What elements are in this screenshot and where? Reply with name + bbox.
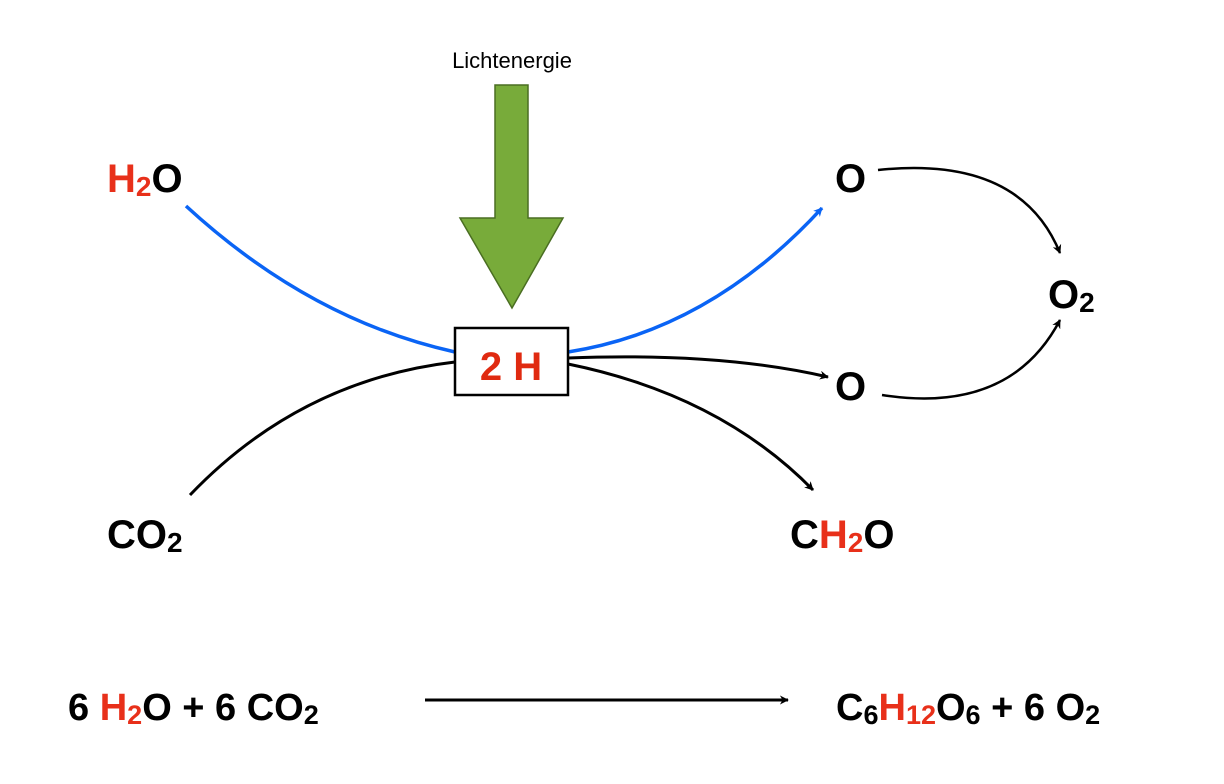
co2-to-2h-path <box>188 360 456 497</box>
co2-label: CO2 <box>107 513 183 558</box>
o-mid-label: O <box>835 365 866 409</box>
o-mid-to-o2-path <box>881 319 1062 400</box>
h2o-label: H2O <box>107 157 183 202</box>
h2o-to-2h-path <box>184 204 456 354</box>
hydrogen-box-label: 2 H <box>480 345 542 389</box>
ch2o-label: CH2O <box>790 513 894 558</box>
equation-reactants: 6 H2O + 6 CO2 <box>68 687 319 730</box>
2h-to-ch2o-path <box>567 362 815 492</box>
o-top-to-o2-path <box>877 166 1062 254</box>
o2-label: O2 <box>1048 273 1095 318</box>
equation-products: C6H12O6 + 6 O2 <box>836 687 1100 730</box>
2h-to-o-top-path <box>567 206 824 354</box>
light-energy-arrow-icon <box>458 84 565 310</box>
o-top-label: O <box>835 157 866 201</box>
hydrogen-box <box>453 326 570 397</box>
light-energy-label: Lichtenergie <box>452 48 572 73</box>
2h-to-o-mid-path <box>567 355 829 380</box>
